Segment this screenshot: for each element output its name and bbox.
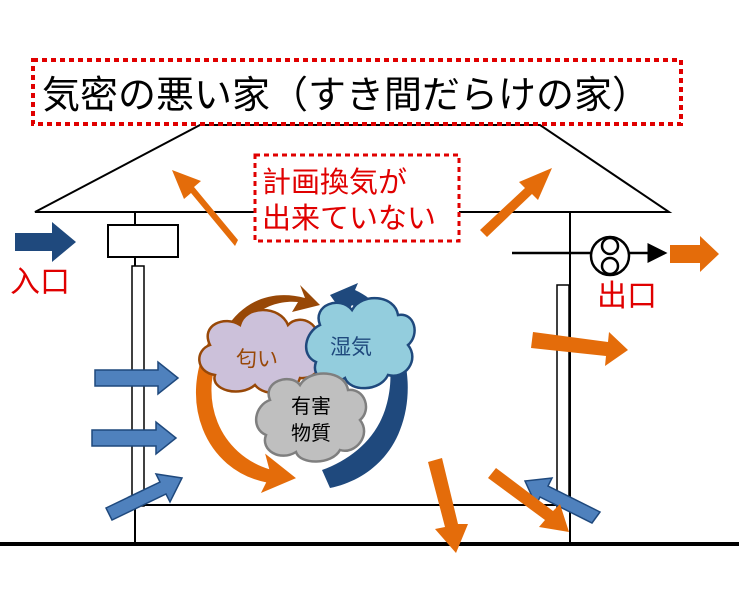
outlet-duct-right <box>556 284 570 508</box>
notice-box <box>253 153 461 243</box>
inlet-label: 入口 <box>10 265 70 300</box>
inflow-arrow-4 <box>523 477 602 524</box>
inflow-arrow-1 <box>94 360 180 396</box>
odor-label: 匂い <box>236 347 278 371</box>
leak-arrow-roof-right <box>480 168 552 237</box>
harmful-label-line-2: 物質 <box>291 421 331 445</box>
leak-arrow-floor-left <box>428 458 468 553</box>
harmful-label-line-1: 有害 <box>291 394 331 418</box>
leak-arrow-floor-right <box>488 468 569 532</box>
notice-line-2: 出来ていない <box>262 201 436 235</box>
notice-line-1: 計画換気が <box>262 165 407 199</box>
leak-arrow-wall-right <box>531 332 628 366</box>
inflow-arrow-2 <box>91 420 178 456</box>
humidity-label: 湿気 <box>330 335 372 359</box>
leak-arrow-roof-left <box>172 170 238 246</box>
inlet-arrow <box>15 222 76 262</box>
outlet-label: 出口 <box>597 279 657 314</box>
title-box <box>31 58 683 126</box>
page-title: 気密の悪い家（すき間だらけの家） <box>42 73 650 117</box>
humidity-cloud <box>305 296 416 390</box>
swirl-top-brown <box>225 285 320 335</box>
leak-arrows <box>172 168 719 553</box>
inlet-vent <box>107 224 179 258</box>
inflow-arrow-3 <box>104 473 184 521</box>
inflow-arrows <box>91 360 602 524</box>
swirl-left-orange <box>196 339 296 493</box>
leak-arrow-outlet <box>670 236 719 272</box>
harmful-substance-cloud <box>255 372 368 463</box>
fan-icon <box>589 235 631 277</box>
